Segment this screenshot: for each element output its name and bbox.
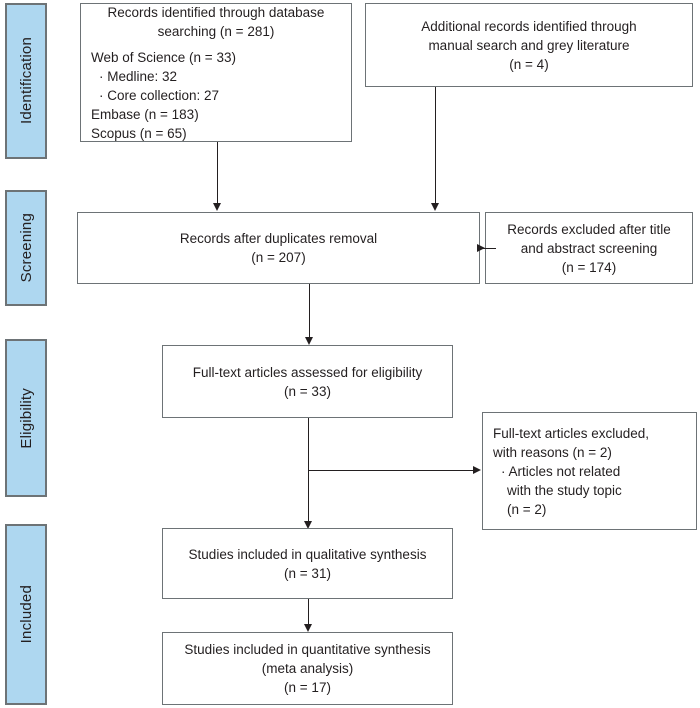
connector-qualitative-to-quantitative <box>308 599 309 625</box>
arrowhead-duplicates-to-excluded <box>477 243 485 252</box>
database-search-title-line-2: searching (n = 281) <box>157 23 275 39</box>
quantitative-synthesis-line-3: (n = 17) <box>284 680 331 695</box>
full-text-excluded-line-5: (n = 2) <box>507 501 547 517</box>
database-search-title-line-1: Records identified through database <box>107 4 325 20</box>
full-text-assessed-line-1: Full-text articles assessed for eligibil… <box>192 364 423 380</box>
box-additional-records-manual: Additional records identified through ma… <box>365 3 693 87</box>
full-text-excluded-line-4: with the study topic <box>507 482 622 498</box>
box-qualitative-synthesis: Studies included in qualitative synthesi… <box>162 528 453 599</box>
full-text-excluded-line-1: Full-text articles excluded, <box>493 425 650 441</box>
full-text-excluded-line-3: · Articles not related <box>501 463 621 479</box>
duplicates-removed-line-2: (n = 207) <box>251 250 306 265</box>
stage-box-included: Included <box>5 524 47 705</box>
excluded-title-abstract-line-1: Records excluded after title <box>507 221 671 237</box>
stage-label-included: Included <box>17 585 35 644</box>
duplicates-removed-line-1: Records after duplicates removal <box>179 231 378 246</box>
box-quantitative-synthesis: Studies included in quantitative synthes… <box>162 632 453 705</box>
stage-label-identification: Identification <box>17 37 35 125</box>
full-text-excluded-line-2: with reasons (n = 2) <box>493 444 612 460</box>
database-search-source-scopus: Scopus (n = 65) <box>91 125 187 141</box>
arrowhead-fulltext-to-qualitative <box>303 521 312 529</box>
connector-duplicates-to-fulltext <box>309 284 310 337</box>
arrowhead-duplicates-to-fulltext <box>304 337 313 345</box>
connector-database-to-screening <box>217 142 218 204</box>
qualitative-synthesis-line-1: Studies included in qualitative synthesi… <box>188 546 427 562</box>
manual-search-line-1: Additional records identified through <box>421 18 637 34</box>
connector-manual-to-screening <box>435 87 436 204</box>
connector-duplicates-to-excluded <box>480 248 496 249</box>
manual-search-line-3: (n = 4) <box>509 56 549 72</box>
database-search-source-core-collection: · Core collection: 27 <box>99 87 220 103</box>
database-search-source-medline: · Medline: 32 <box>99 68 178 84</box>
box-records-identified-database: Records identified through database sear… <box>80 3 352 142</box>
stage-label-eligibility: Eligibility <box>17 387 35 449</box>
excluded-title-abstract-line-3: (n = 174) <box>561 259 617 275</box>
quantitative-synthesis-line-1: Studies included in quantitative synthes… <box>184 642 431 657</box>
database-search-source-embase: Embase (n = 183) <box>91 106 199 122</box>
full-text-assessed-line-2: (n = 33) <box>284 383 331 399</box>
arrowhead-qualitative-to-quantitative <box>303 624 312 632</box>
stage-box-identification: Identification <box>5 3 47 159</box>
excluded-title-abstract-line-2: and abstract screening <box>520 240 658 256</box>
box-full-text-assessed: Full-text articles assessed for eligibil… <box>162 345 453 418</box>
stage-label-screening: Screening <box>17 213 35 283</box>
connector-fulltext-to-excluded <box>308 470 474 471</box>
arrowhead-database-to-screening <box>212 203 221 211</box>
arrowhead-fulltext-to-excluded <box>473 465 481 474</box>
manual-search-line-2: manual search and grey literature <box>428 37 630 53</box>
database-search-source-web-of-science: Web of Science (n = 33) <box>91 49 236 65</box>
box-full-text-excluded-reasons: Full-text articles excluded, with reason… <box>482 412 697 530</box>
stage-box-eligibility: Eligibility <box>5 339 47 497</box>
box-records-after-duplicates-removal: Records after duplicates removal (n = 20… <box>77 212 480 284</box>
quantitative-synthesis-line-2: (meta analysis) <box>261 661 354 676</box>
box-records-excluded-title-abstract: Records excluded after title and abstrac… <box>485 212 693 284</box>
arrowhead-manual-to-screening <box>430 203 439 211</box>
stage-box-screening: Screening <box>5 190 47 306</box>
qualitative-synthesis-line-2: (n = 31) <box>284 565 331 581</box>
